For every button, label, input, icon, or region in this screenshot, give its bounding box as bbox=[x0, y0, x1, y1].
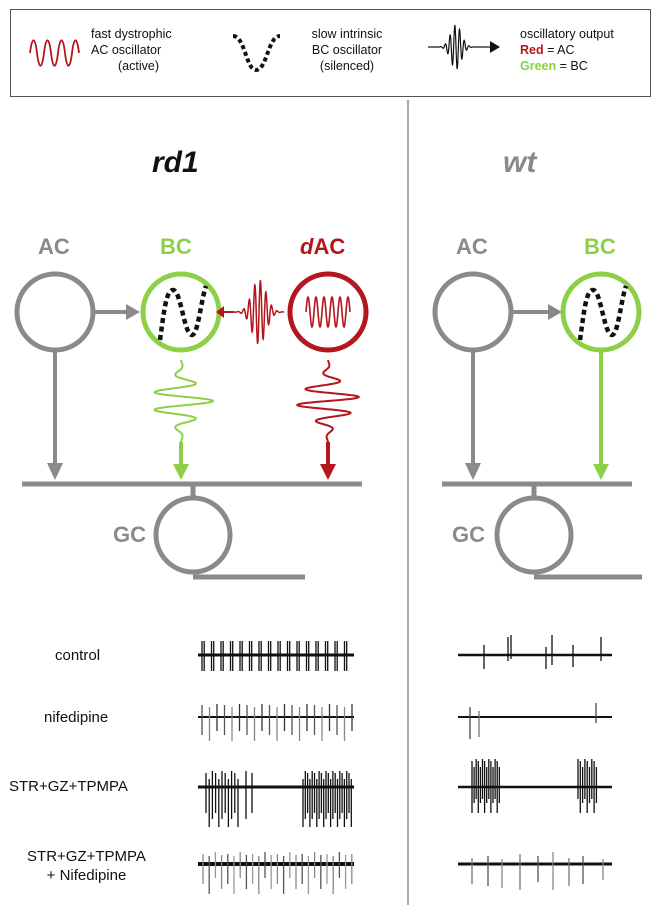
rd1-control-trace bbox=[198, 641, 354, 671]
legend-item2-line3: (silenced) bbox=[319, 59, 375, 73]
legend-box bbox=[10, 9, 651, 97]
rd1-red-wave-packet-vertical bbox=[296, 359, 360, 443]
rd1-dac-sine-icon bbox=[305, 295, 351, 329]
condition-control: control bbox=[55, 647, 101, 664]
rd1-dac-to-bc-arrowhead bbox=[216, 306, 224, 318]
rd1-dac-cell bbox=[287, 271, 369, 353]
rd1-dac-prefix: d bbox=[300, 234, 314, 259]
legend-item1-line3: (active) bbox=[118, 59, 159, 73]
recording-traces bbox=[198, 635, 612, 894]
wt-gc-cell bbox=[494, 495, 574, 575]
legend-item1-line1: fast dystrophic bbox=[91, 27, 172, 41]
wt-ac-label: AC bbox=[456, 234, 488, 259]
rd1-gc-cell bbox=[153, 495, 233, 575]
rd1-ac-cell bbox=[14, 271, 96, 353]
rd1-gc-label: GC bbox=[113, 522, 146, 547]
rd1-bc-dashed-sine-icon bbox=[157, 285, 209, 341]
rd1-green-wave-packet bbox=[153, 359, 215, 443]
rd1-bc-label: BC bbox=[160, 234, 192, 259]
wt-nifedipine-trace bbox=[458, 703, 612, 739]
legend-item3-line1: oscillatory output bbox=[520, 27, 614, 41]
legend-green-rest: = BC bbox=[556, 59, 588, 73]
legend-item1-text: fast dystrophic AC oscillator (active) bbox=[91, 26, 172, 74]
panel-title-wt: wt bbox=[503, 146, 537, 179]
rd1-ac-label: AC bbox=[38, 234, 70, 259]
rd1-bc-cell bbox=[140, 271, 222, 353]
wt-bc-label: BC bbox=[584, 234, 616, 259]
rd1-ac-to-gc-arrow bbox=[47, 350, 63, 480]
panel-title-rd1: rd1 bbox=[152, 146, 199, 179]
rd1-nifedipine-trace bbox=[198, 704, 354, 741]
legend-item1-line2: AC oscillator bbox=[91, 43, 162, 57]
condition-nifedipine: nifedipine bbox=[44, 709, 109, 726]
condition-str-gz-tpmpa: STR+GZ+TPMPA bbox=[9, 778, 128, 795]
rd1-ac-to-bc-arrow bbox=[94, 304, 140, 320]
wt-bc-dashed-sine-icon bbox=[577, 285, 629, 341]
wt-ac-to-gc-arrow bbox=[465, 350, 481, 480]
rd1-dac-rest: AC bbox=[313, 234, 346, 259]
wt-bc-to-gc-arrow bbox=[593, 350, 609, 480]
legend-green-word: Green bbox=[520, 59, 557, 73]
wt-str-gz-tpmpa-trace bbox=[458, 759, 612, 813]
rd1-str-gz-tpmpa-trace bbox=[198, 771, 354, 827]
legend-red-rest: = AC bbox=[543, 43, 575, 57]
wt-str-gz-tpmpa-nifedipine-trace bbox=[458, 852, 612, 890]
rd1-dac-label: dAC bbox=[300, 234, 345, 260]
legend-item3-text: oscillatory output Red = AC Green = BC bbox=[520, 26, 614, 74]
wt-ac-to-bc-arrow bbox=[512, 304, 562, 320]
legend-red-word: Red bbox=[520, 43, 544, 57]
rd1-bc-to-gc-arrowhead bbox=[173, 464, 189, 480]
legend-item2-text: slow intrinsic BC oscillator (silenced) bbox=[292, 26, 402, 74]
wt-ac-cell bbox=[432, 271, 514, 353]
rd1-red-wave-packet-horizontal bbox=[233, 279, 285, 345]
wt-gc-label: GC bbox=[452, 522, 485, 547]
rd1-dac-to-gc-arrowhead bbox=[320, 464, 336, 480]
condition-line2: + Nifedipine bbox=[46, 867, 127, 884]
wt-bc-cell bbox=[560, 271, 642, 353]
legend-item2-line2: BC oscillator bbox=[311, 43, 383, 57]
condition-line1: STR+GZ+TPMPA bbox=[27, 848, 146, 865]
condition-str-gz-tpmpa-nifedipine: STR+GZ+TPMPA + Nifedipine bbox=[9, 847, 164, 885]
wt-control-trace bbox=[458, 635, 612, 669]
legend-item2-line1: slow intrinsic bbox=[311, 27, 383, 41]
legend-item3-line2: Red = AC bbox=[520, 42, 614, 58]
rd1-str-gz-tpmpa-nifedipine-trace bbox=[198, 852, 354, 894]
legend-item3-line3: Green = BC bbox=[520, 58, 614, 74]
